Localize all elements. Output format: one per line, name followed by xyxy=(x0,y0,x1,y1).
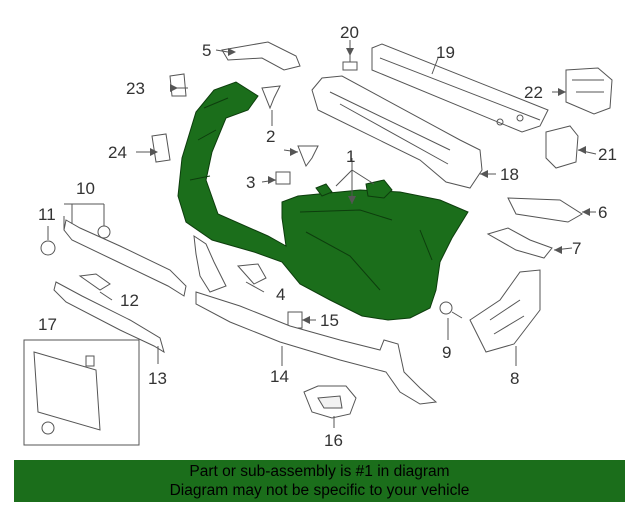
callout-19: 19 xyxy=(436,43,455,62)
callout-12: 12 xyxy=(120,291,139,310)
part-12-molding[interactable] xyxy=(78,273,111,291)
part-1-bumper-cover[interactable] xyxy=(177,81,469,321)
part-6-bracket[interactable] xyxy=(507,197,583,223)
part-24-sensor[interactable] xyxy=(151,133,171,163)
parts-diagram: 1 2 2 3 4 5 6 7 8 9 10 11 12 13 14 15 16… xyxy=(23,23,617,450)
part-21-bracket[interactable] xyxy=(545,125,579,169)
part-9-clip[interactable] xyxy=(439,301,463,319)
part-14-lower-valance[interactable] xyxy=(195,291,438,405)
arrowheads xyxy=(150,48,590,324)
callout-10: 10 xyxy=(76,179,95,198)
footer-banner: Part or sub-assembly is #1 in diagram Di… xyxy=(14,460,625,502)
part-11-nut[interactable] xyxy=(40,240,56,256)
part-22-bracket[interactable] xyxy=(565,67,613,115)
footer-line-1: Part or sub-assembly is #1 in diagram xyxy=(189,463,450,480)
callout-18: 18 xyxy=(500,165,519,184)
callout-15: 15 xyxy=(320,311,339,330)
part-4-bracket[interactable] xyxy=(193,234,267,293)
callout-21: 21 xyxy=(598,145,617,164)
callout-17: 17 xyxy=(38,315,57,334)
part-5-bracket[interactable] xyxy=(221,41,301,71)
callout-22: 22 xyxy=(524,83,543,102)
part-13-lower-strip[interactable] xyxy=(53,281,165,354)
callout-6: 6 xyxy=(598,203,607,222)
part-8-side-bracket[interactable] xyxy=(469,269,541,353)
part-10-upper-molding[interactable] xyxy=(63,219,187,297)
callout-4: 4 xyxy=(276,285,285,304)
part-23-clip[interactable] xyxy=(169,73,187,97)
callout-labels: 1 2 2 3 4 5 6 7 8 9 10 11 12 13 14 15 16… xyxy=(38,23,617,450)
callout-16: 16 xyxy=(324,431,343,450)
callout-23: 23 xyxy=(126,79,145,98)
callout-11: 11 xyxy=(38,205,56,224)
part-2-clips[interactable] xyxy=(261,85,319,168)
part-3-nut[interactable] xyxy=(275,171,291,185)
part-17-license-bracket-kit[interactable] xyxy=(23,339,140,446)
footer-line-2: Diagram may not be specific to your vehi… xyxy=(169,482,470,499)
part-16-cover[interactable] xyxy=(303,385,357,419)
callout-1: 1 xyxy=(346,147,355,166)
callout-9: 9 xyxy=(442,343,451,362)
callout-13: 13 xyxy=(148,369,167,388)
part-18-energy-absorber[interactable] xyxy=(311,75,483,189)
callout-24: 24 xyxy=(108,143,127,162)
callout-14: 14 xyxy=(270,367,289,386)
callout-8: 8 xyxy=(510,369,519,388)
callout-2a: 2 xyxy=(266,127,275,146)
part-19-reinforcement-bar[interactable] xyxy=(371,43,549,133)
part-7-bracket[interactable] xyxy=(486,227,553,259)
callout-20: 20 xyxy=(340,23,359,42)
callout-3: 3 xyxy=(246,173,255,192)
callout-5: 5 xyxy=(202,41,211,60)
callout-7: 7 xyxy=(572,239,581,258)
